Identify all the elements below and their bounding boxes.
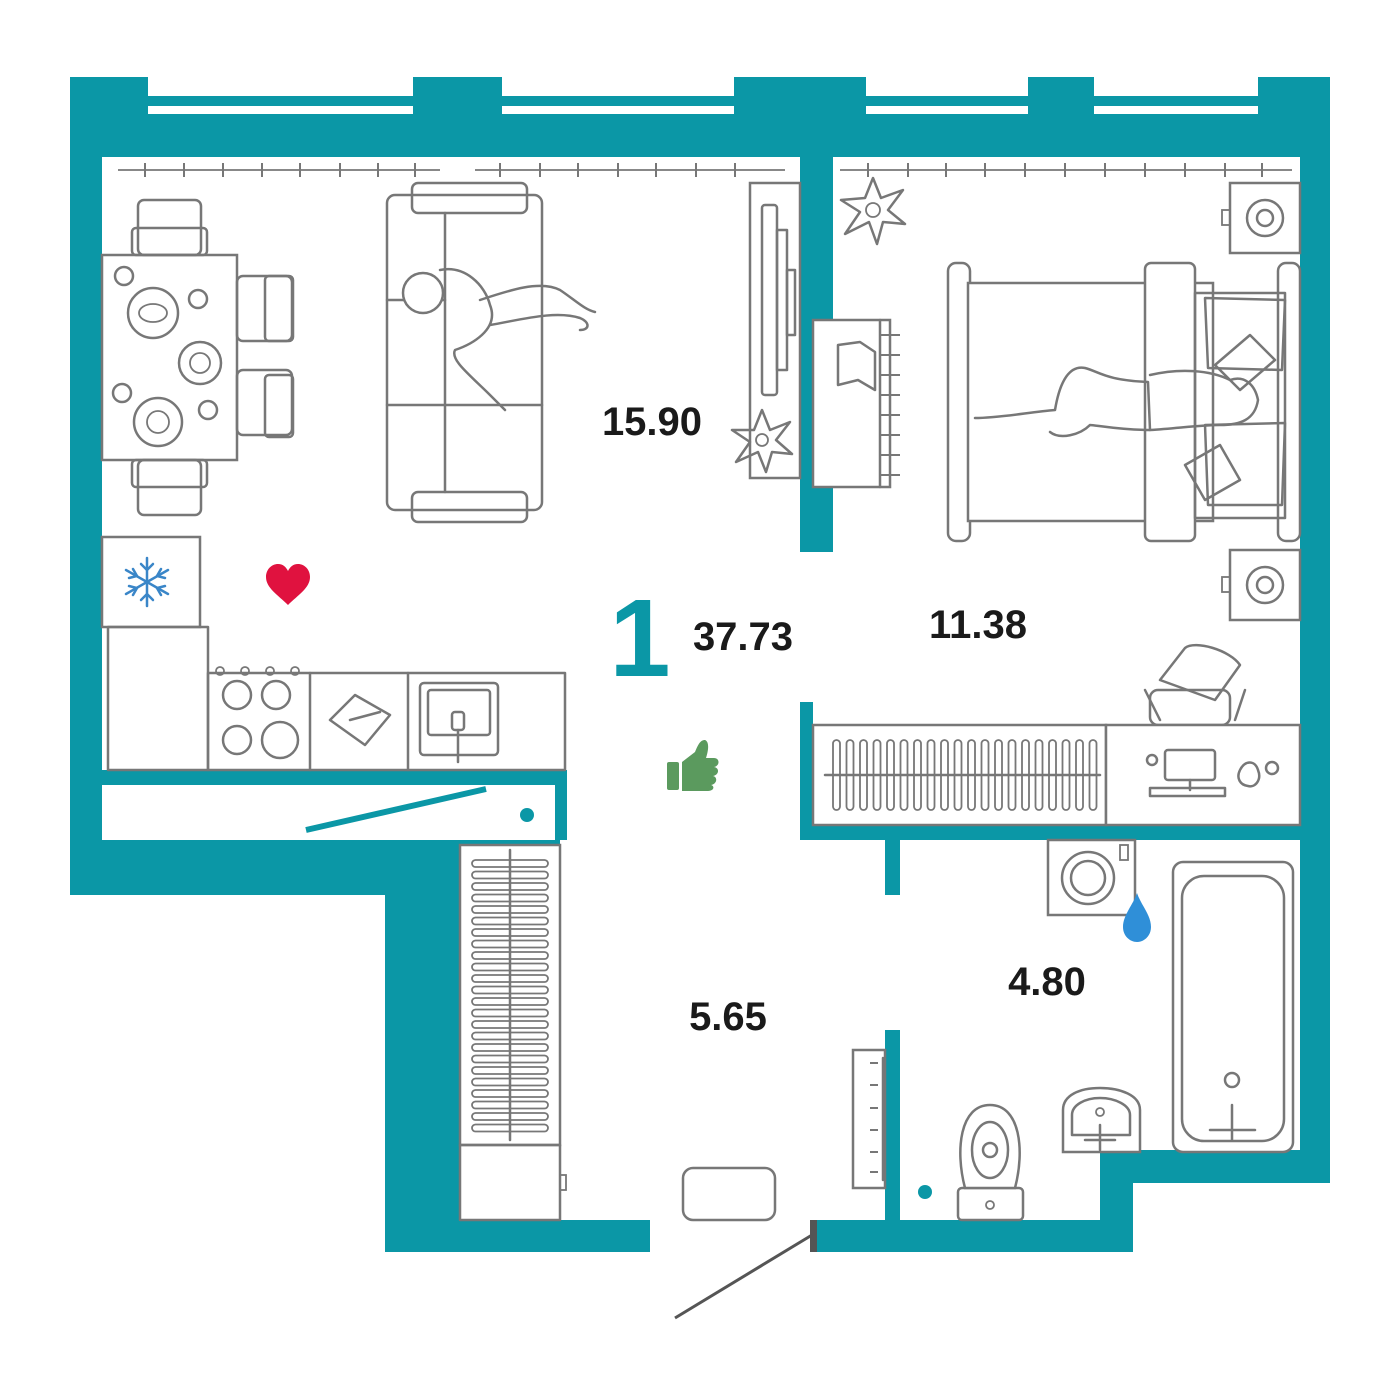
area-living-kitchen: 15.90 (602, 400, 702, 444)
bedroom-wardrobe (811, 723, 1108, 827)
tv-stand (748, 181, 802, 480)
washing-machine (1046, 838, 1137, 917)
windows (148, 77, 1258, 114)
sofa (385, 181, 597, 524)
bed (946, 261, 1302, 543)
area-bathroom: 4.80 (1008, 960, 1086, 1004)
drain-marker (918, 1185, 932, 1199)
heart-icon (266, 564, 310, 605)
kitchen (100, 535, 567, 772)
corridor-window (102, 786, 555, 840)
walls (70, 77, 1330, 1252)
bookshelf (811, 318, 900, 489)
rooms-count: 1 (609, 577, 670, 700)
curtain-rail-right (840, 163, 1292, 177)
toilet (956, 1103, 1025, 1222)
hall-ottoman (681, 1166, 777, 1222)
desk (1104, 723, 1302, 827)
area-hallway: 5.65 (689, 995, 767, 1039)
entrance-door (674, 1220, 817, 1320)
shoe-cabinet (851, 1048, 887, 1190)
total-area: 37.73 (693, 615, 793, 659)
curtain-rail-left (118, 163, 785, 177)
hall-wardrobe (458, 843, 567, 1222)
bathroom-sink (1061, 1086, 1142, 1154)
nightstand-bottom (1221, 548, 1302, 622)
area-bedroom: 11.38 (929, 603, 1027, 647)
bathtub (1171, 860, 1295, 1154)
plant-living (730, 408, 794, 474)
office-chair (1143, 643, 1247, 727)
plant-bedroom (839, 176, 907, 246)
nightstand-top (1221, 181, 1302, 255)
water-drop-icon (1123, 893, 1151, 942)
dining-table (100, 198, 295, 517)
snowflake-icon (124, 556, 170, 608)
thumbs-up-icon (667, 740, 719, 791)
